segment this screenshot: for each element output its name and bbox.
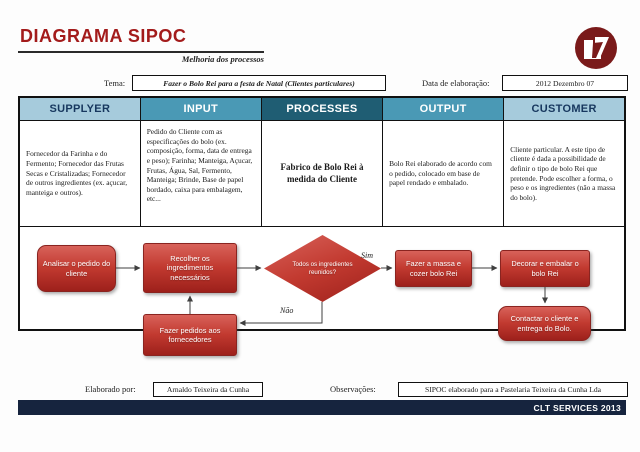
elaborado-field: Arnaldo Teixeira da Cunha [153,382,263,397]
column-header-supplier: SUPPLYER [18,96,141,121]
flow-step-pedidos: Fazer pedidos aos fornecedores [143,314,237,356]
column-header-processes: PROCESSES [260,96,384,121]
flow-step-recolher: Recolher os ingredimentos necessários [143,243,237,293]
sipoc-content-row: Fornecedor da Farinha e do Fermento; For… [18,120,626,227]
cell-input: Pedido do Cliente com as especificações … [139,120,262,227]
observacoes-field: SIPOC elaborado para a Pastelaria Teixei… [398,382,628,397]
flow-step-analisar: Analisar o pedido do cliente [37,245,116,292]
cell-supplier: Fornecedor da Farinha e do Fermento; For… [18,120,141,227]
brand-bar: CLT SERVICES 2013 [18,400,626,415]
tema-field: Fazer o Bolo Rei para a festa de Natal (… [132,75,386,91]
cell-output: Bolo Rei elaborado de acordo com o pedid… [382,120,505,227]
tema-label: Tema: [104,78,126,88]
cell-customer: Cliente particular. A este tipo de clien… [503,120,626,227]
edge-label-sim: Sim [361,251,373,260]
date-label: Data de elaboração: [422,78,490,88]
date-field: 2012 Dezembro 07 [502,75,628,91]
flow-step-massa: Fazer a massa e cozer bolo Rei [395,250,472,287]
edge-label-nao: Não [280,306,294,315]
clt-logo-icon [573,25,619,71]
column-header-output: OUTPUT [382,96,505,121]
observacoes-label: Observações: [330,384,376,394]
sipoc-header-row: SUPPLYER INPUT PROCESSES OUTPUT CUSTOMER [18,96,626,121]
column-header-customer: CUSTOMER [503,96,626,121]
flow-step-decorar: Decorar e embalar o bolo Rei [500,250,590,287]
page-title: DIAGRAMA SIPOC [20,26,187,46]
brand-bar-text: CLT SERVICES 2013 [533,402,621,413]
title-underline [18,51,264,53]
flow-step-contactar: Contactar o cliente e entrega do Bolo. [498,306,591,341]
elaborado-label: Elaborado por: [85,384,136,394]
page-subtitle: Melhoria dos processos [181,54,264,64]
flow-connectors [116,265,548,326]
column-header-input: INPUT [139,96,262,121]
flowchart: Analisar o pedido do cliente Recolher os… [18,218,626,370]
cell-processes: Fabrico de Bolo Rei à medida do Cliente [260,120,384,227]
